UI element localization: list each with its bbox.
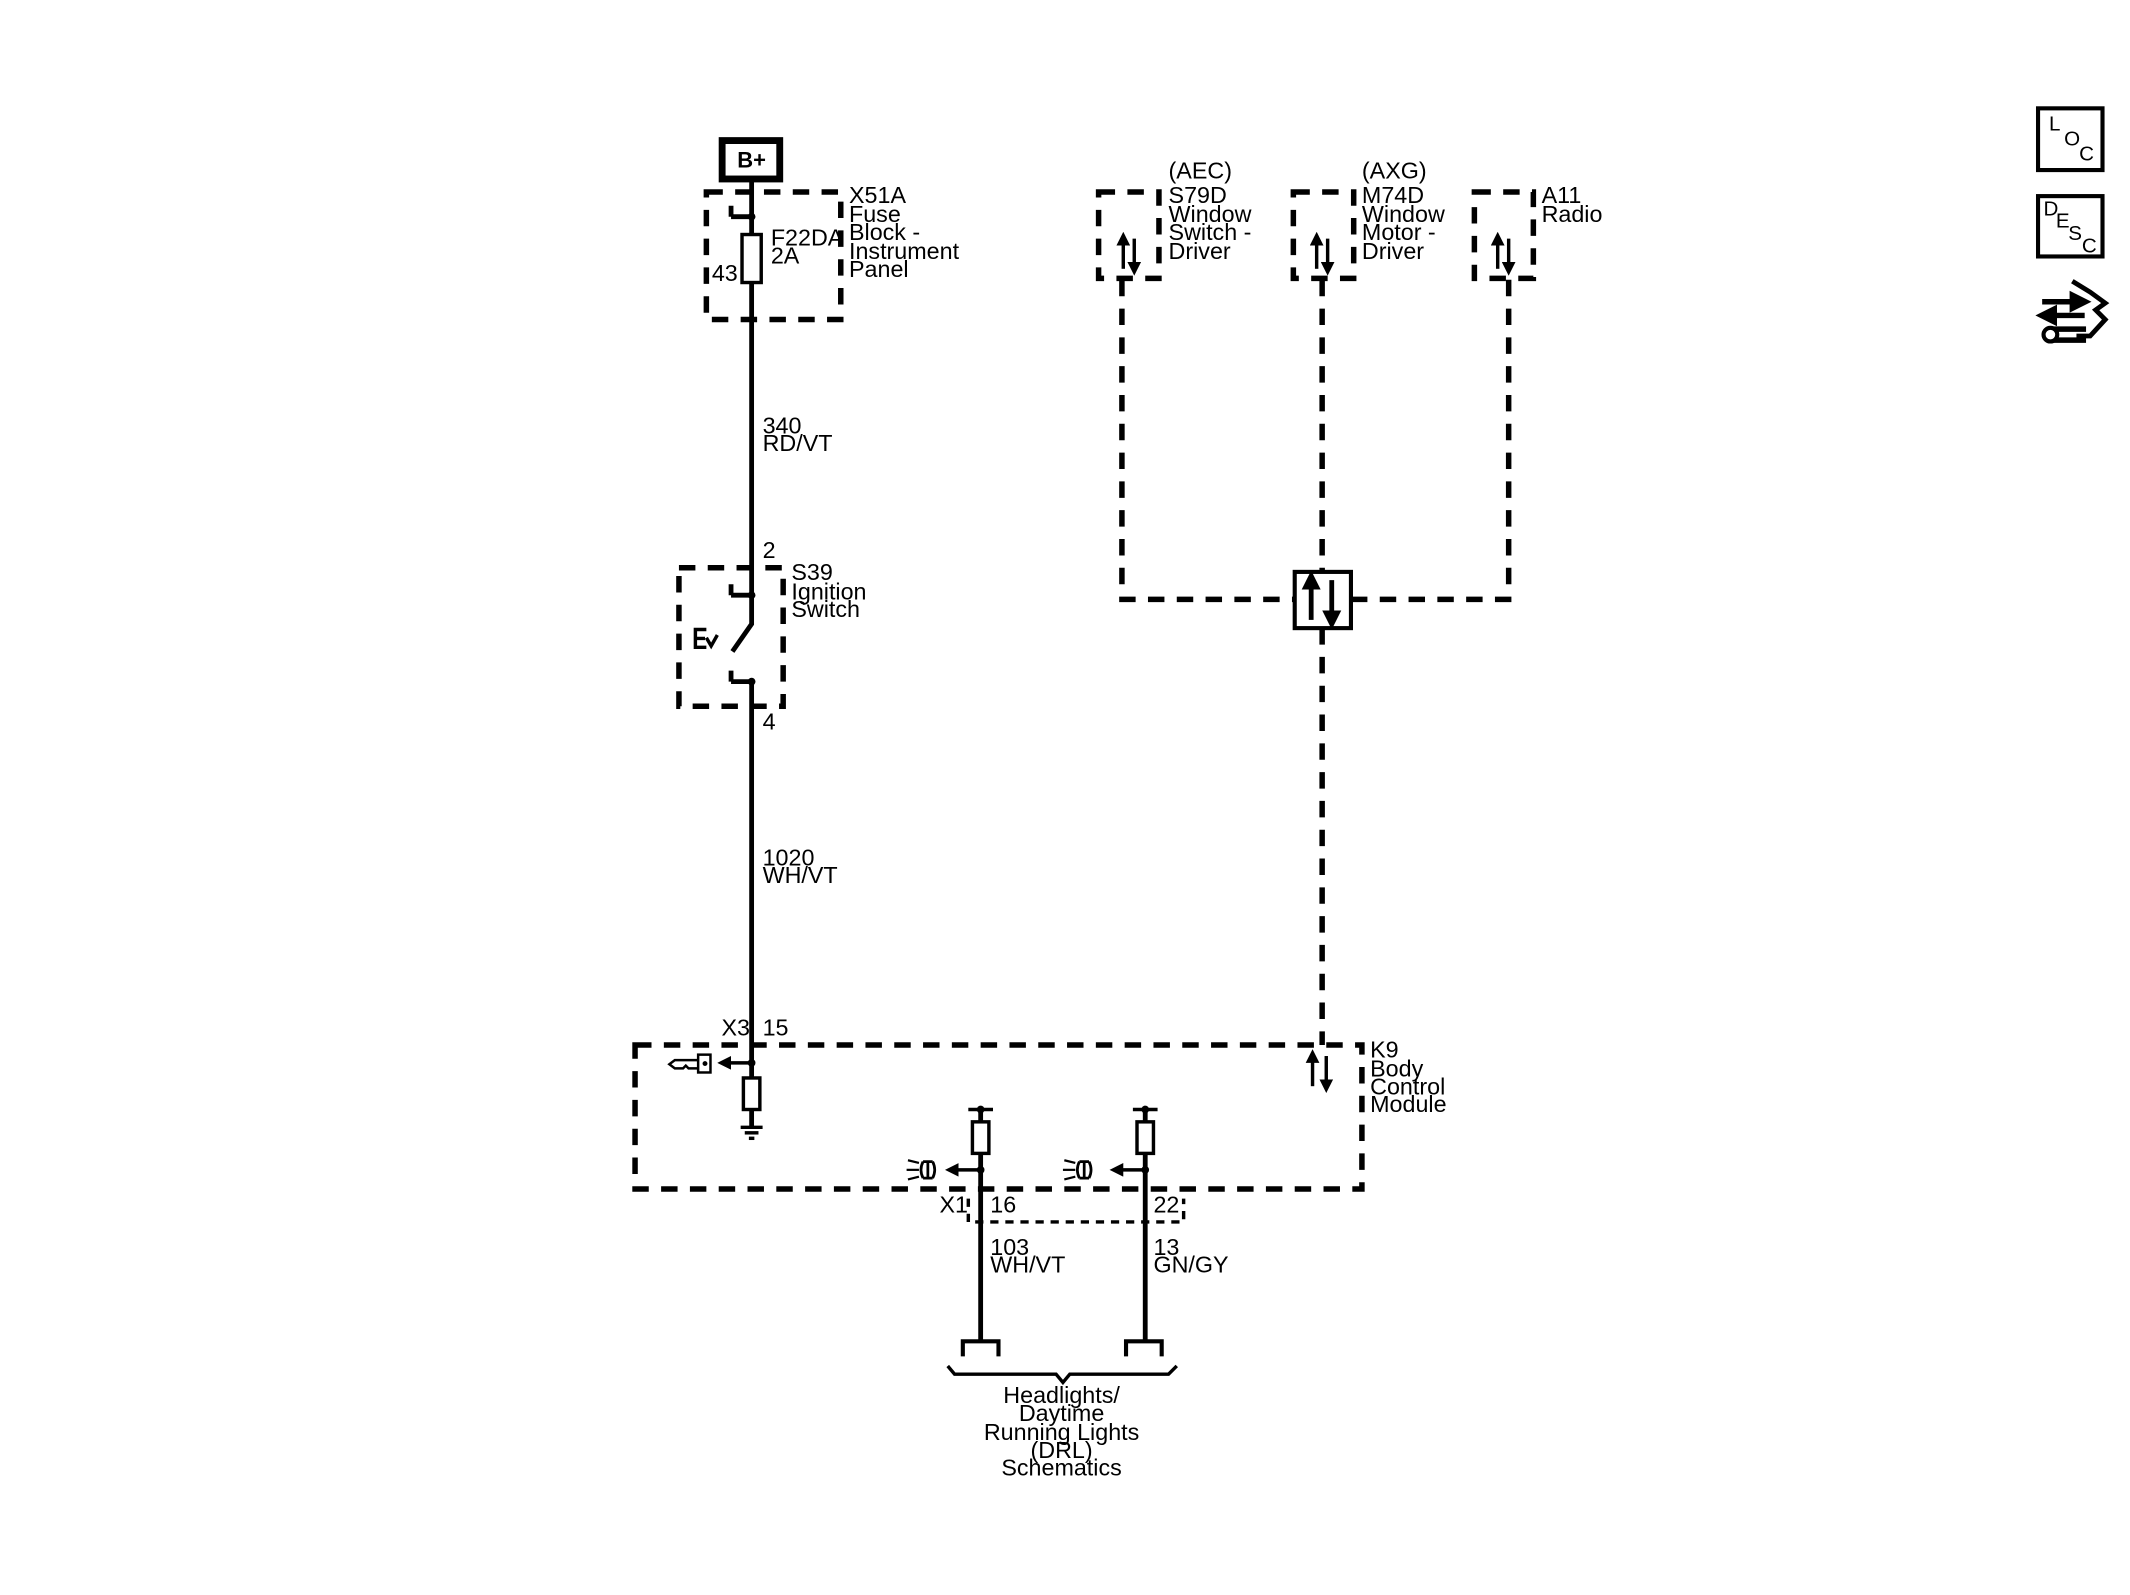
wire-340-color: RD/VT — [763, 430, 833, 456]
serial-data-arrows-icon — [1116, 231, 1142, 276]
fuse-ref: F22DA — [771, 224, 844, 250]
fuse-block-name-line: Instrument — [849, 238, 960, 264]
destination-line: Schematics — [1001, 1455, 1121, 1481]
window-motor-outline — [1290, 189, 1357, 282]
radio-ref: A11 — [1542, 182, 1582, 208]
fuse-block-pin: 43 — [712, 260, 738, 286]
reference-tab-right — [1123, 1339, 1164, 1357]
serial-data-line-window-switch — [1119, 279, 1295, 603]
x1-pin-right: 22 — [1153, 1191, 1179, 1217]
serial-data-arrows-icon — [1305, 1049, 1334, 1094]
connector-view-icon[interactable] — [2035, 279, 2110, 344]
bcm-name-line: Control — [1370, 1073, 1445, 1099]
ignition-switch-name-line: Switch — [791, 596, 860, 622]
window-switch-name-line: Driver — [1169, 238, 1231, 264]
ground-icon — [740, 1125, 763, 1141]
window-motor-name-line: Driver — [1362, 238, 1424, 264]
headlamp-icon — [1062, 1159, 1093, 1181]
desc-button[interactable]: D E S C — [2035, 194, 2105, 259]
wire-1020-color: WH/VT — [763, 862, 838, 888]
wire-13-circuit: 13 — [1153, 1234, 1179, 1260]
output-driver-left — [944, 1105, 993, 1342]
power-label: B+ — [737, 147, 766, 172]
desc-letter: D — [2044, 197, 2059, 220]
bcm-name-line: Body — [1370, 1056, 1423, 1082]
output-driver-right — [1109, 1105, 1158, 1342]
wire-340-circuit: 340 — [763, 412, 802, 438]
destination-line: (DRL) — [1031, 1437, 1093, 1463]
serial-data-arrows-icon — [1309, 231, 1335, 276]
desc-letter: C — [2082, 234, 2097, 257]
destination-line: Running Lights — [984, 1419, 1139, 1445]
fuse-block-ref: X51A — [849, 182, 906, 208]
fuse-f22da-icon — [740, 232, 763, 285]
wire-1020-circuit: 1020 — [763, 844, 815, 870]
desc-letter: E — [2056, 210, 2070, 233]
ignition-switch-name-line: Ignition — [791, 578, 866, 604]
desc-letter: S — [2068, 222, 2082, 245]
window-switch-outline — [1095, 189, 1162, 282]
loc-letter: C — [2079, 142, 2094, 165]
ignition-key-icon — [667, 1053, 712, 1074]
x1-connector-label: X1 — [940, 1191, 969, 1217]
radio-outline — [1471, 189, 1537, 282]
window-switch-ref: S79D — [1169, 182, 1227, 208]
loc-letter: O — [2064, 127, 2080, 150]
destination-line: Daytime — [1019, 1400, 1104, 1426]
ignition-switch-contact — [730, 595, 755, 653]
ignition-pin-top: 2 — [763, 537, 776, 563]
pull-down-resistor-icon — [741, 1076, 762, 1112]
destination-reference[interactable]: Headlights/ Daytime Running Lights (DRL)… — [984, 1382, 1139, 1481]
loc-letter: L — [2049, 112, 2060, 135]
window-motor-name-line: Motor - — [1362, 219, 1436, 245]
bcm-name-line: Module — [1370, 1091, 1446, 1117]
serial-data-line-radio — [1350, 279, 1512, 603]
module-option-aec: (AEC) — [1169, 157, 1232, 183]
ignition-pin-bottom: 4 — [763, 709, 776, 735]
window-motor-ref: M74D — [1362, 182, 1424, 208]
window-motor-name-line: Window — [1362, 201, 1445, 227]
serial-data-gateway-icon — [1292, 569, 1354, 631]
window-switch-name-line: Window — [1169, 201, 1252, 227]
bcm-pin: 15 — [763, 1014, 789, 1040]
bcm-outline — [632, 1042, 1365, 1192]
window-switch-name-line: Switch - — [1169, 219, 1252, 245]
fuse-block-outline — [703, 189, 844, 323]
headlamp-icon — [906, 1159, 937, 1181]
wire-103-circuit: 103 — [990, 1234, 1029, 1260]
destination-brace — [946, 1364, 1178, 1386]
fuse-block-name-line: Fuse — [849, 201, 901, 227]
serial-data-arrows-icon — [1490, 231, 1516, 276]
ignition-switch-outline — [676, 565, 786, 710]
module-option-axg: (AXG) — [1362, 157, 1427, 183]
destination-line: Headlights/ — [1003, 1382, 1120, 1408]
bcm-ref: K9 — [1370, 1036, 1399, 1062]
radio-name-line: Radio — [1542, 201, 1603, 227]
electronic-switch-icon — [693, 627, 719, 650]
loc-button[interactable]: L O C — [2035, 106, 2105, 173]
ignition-switch-ref: S39 — [791, 559, 832, 585]
fuse-block-name-line: Panel — [849, 256, 909, 282]
fuse-rating: 2A — [771, 242, 800, 268]
fuse-block-name-line: Block - — [849, 219, 920, 245]
battery-positive-icon: B+ — [718, 137, 784, 183]
wire-103-color: WH/VT — [990, 1252, 1065, 1278]
x1-pin-left: 16 — [990, 1191, 1016, 1217]
bcm-connector: X3 — [721, 1014, 750, 1040]
wire-13-color: GN/GY — [1153, 1252, 1229, 1278]
reference-tab-left — [960, 1339, 1001, 1357]
